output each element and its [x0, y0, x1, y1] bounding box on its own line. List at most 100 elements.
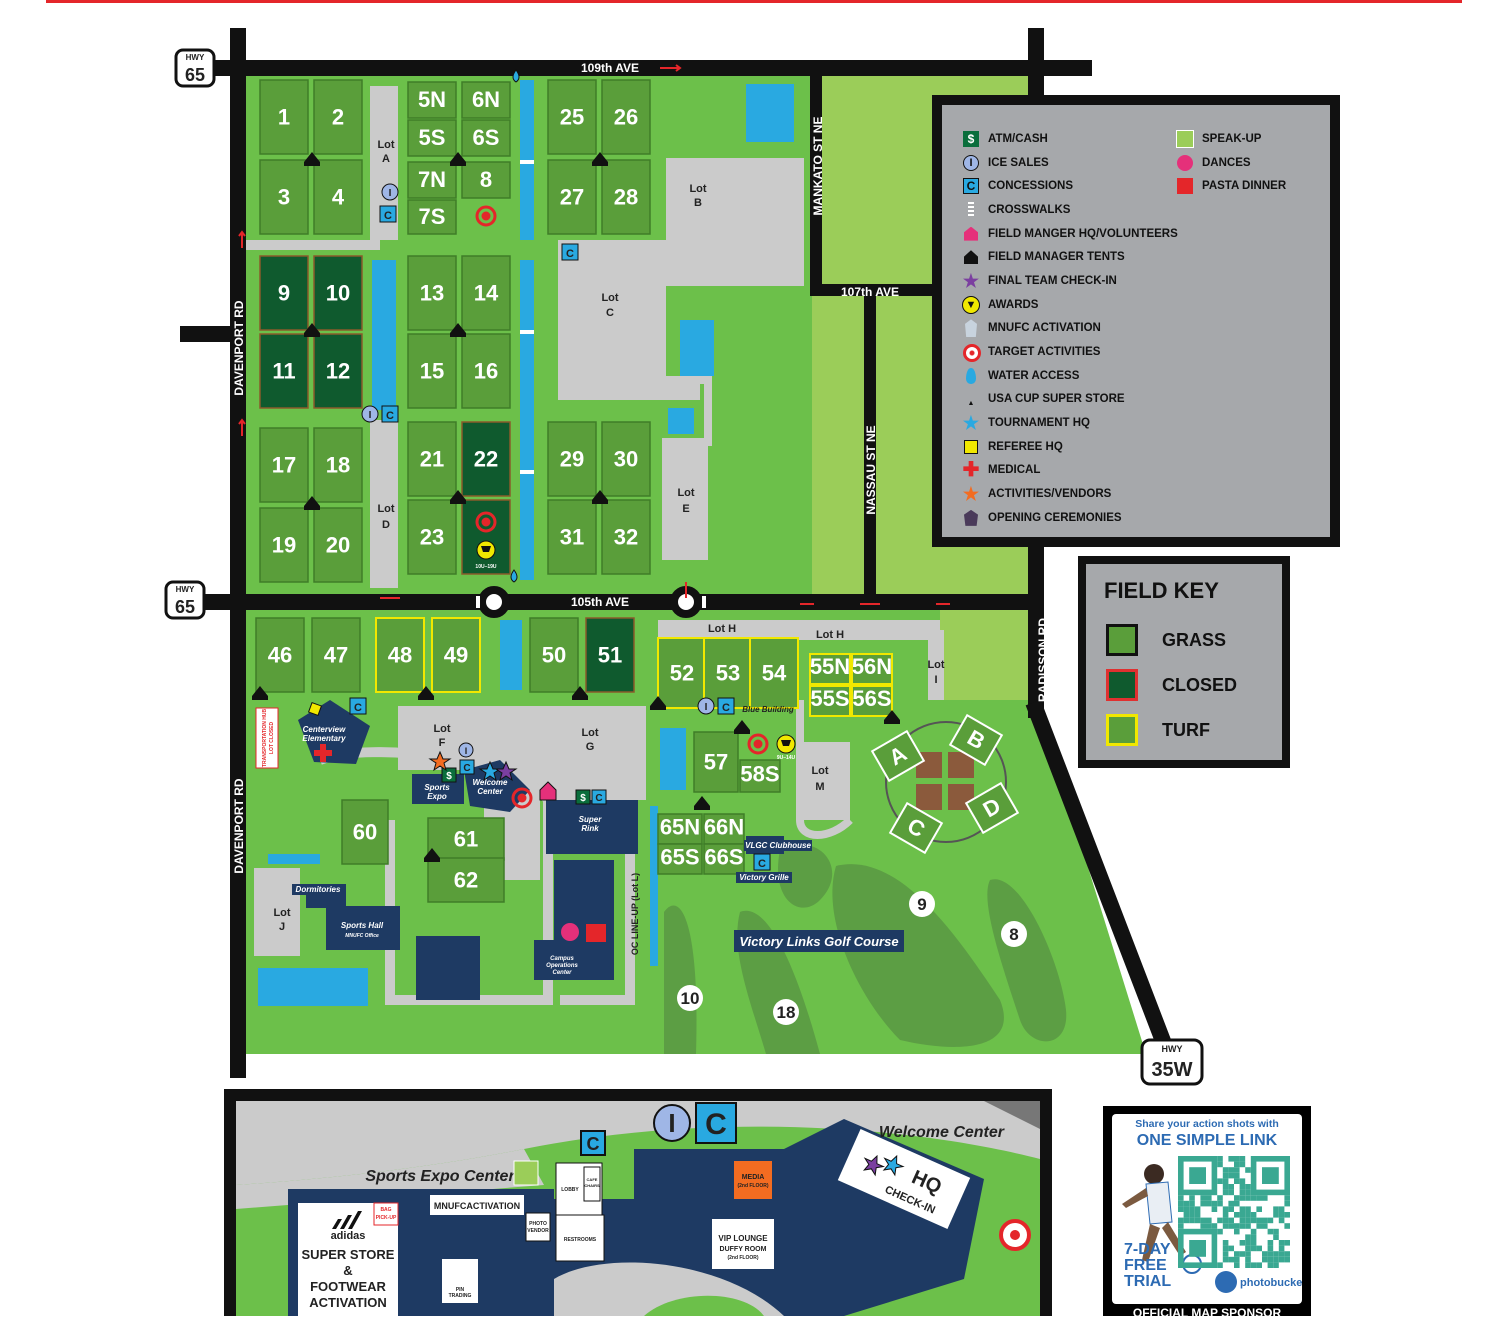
- field-62-area: [427, 857, 505, 903]
- field-label: 3: [278, 185, 290, 210]
- field-30-area: [601, 421, 651, 497]
- photo-vendor-box: [525, 1212, 551, 1242]
- svg-text:C: C: [384, 210, 392, 222]
- court-c: C: [888, 801, 944, 855]
- field-61-area: [427, 817, 505, 861]
- field-30: 30: [601, 421, 651, 497]
- svg-text:HWY: HWY: [176, 585, 195, 594]
- field-23: 23: [407, 499, 457, 575]
- field-label: 66N: [704, 814, 744, 839]
- mnufc-activation-box: [430, 1195, 524, 1215]
- svg-text:C: C: [606, 307, 614, 319]
- media-label: MEDIA: [742, 1174, 765, 1181]
- media-box: [734, 1161, 772, 1199]
- field-label: 14: [474, 281, 499, 306]
- blue-building-label: Blue Building: [742, 705, 794, 714]
- inset-sports-expo-label: Sports Expo Center: [365, 1168, 515, 1185]
- field-label: 22: [474, 447, 498, 472]
- svg-text:C: C: [595, 793, 602, 804]
- lot-a-label: Lot: [377, 139, 394, 151]
- cafe-label: CAFE: [587, 1177, 598, 1182]
- promo-line-1: Share your action shots with: [1135, 1118, 1279, 1130]
- field-label: 6S: [473, 125, 500, 150]
- field-57-area: [693, 731, 739, 793]
- field-15-area: [407, 333, 457, 409]
- field-9-area: [259, 255, 309, 331]
- concessions-icon: [695, 1102, 737, 1144]
- field-25: 25: [547, 79, 597, 155]
- awards-note-south: 9U–14U: [777, 755, 796, 761]
- road-davenport-south: DAVENPORT RD: [232, 778, 246, 873]
- field-55s: 55S: [809, 685, 851, 717]
- svg-text:J: J: [279, 921, 285, 933]
- golf-hole-number: 8: [1009, 925, 1018, 944]
- field-56n-area: [851, 653, 893, 685]
- svg-text:PICK-UP: PICK-UP: [376, 1215, 397, 1221]
- field-15: 15: [407, 333, 457, 409]
- field-16-area: [461, 333, 511, 409]
- legend-item-orange-star: ★ACTIVITIES/VENDORS: [962, 482, 1178, 506]
- place-labels: Centerview Elementary TRANSPORTATION HUB…: [262, 564, 904, 976]
- field-16: 16: [461, 333, 511, 409]
- hwy-65-shield-top: HWY 65: [174, 48, 216, 88]
- sports-hall: [326, 906, 400, 950]
- promo-trial-2: FREE: [1124, 1257, 1167, 1274]
- dance-icon: [1176, 154, 1194, 172]
- lot-e-label: Lot: [677, 487, 694, 499]
- field-label: 16: [474, 359, 498, 384]
- inset-i-label: I: [668, 1108, 675, 1138]
- speakup-icon: [513, 1160, 539, 1186]
- legend-item-adidas: ▲USA CUP SUPER STORE: [962, 388, 1178, 412]
- field-11-area: [259, 333, 309, 409]
- svg-text:Elementary: Elementary: [302, 734, 346, 743]
- field-31: 31: [547, 499, 597, 575]
- field-50: 50: [529, 617, 579, 693]
- legend-label: CROSSWALKS: [988, 203, 1071, 216]
- svg-text:Expo: Expo: [427, 792, 447, 801]
- field-label: 7N: [418, 167, 446, 192]
- svg-text:A: A: [382, 153, 390, 165]
- field-65s-area: [657, 843, 703, 875]
- field-13-area: [407, 255, 457, 331]
- svg-text:M: M: [815, 781, 824, 793]
- promo-trial-1: 7-DAY: [1124, 1241, 1171, 1258]
- golf-hole-marker: [677, 985, 703, 1011]
- lot-h-label-1: Lot H: [708, 623, 736, 635]
- golf-hole-9: [832, 864, 1004, 1047]
- super-rink: [546, 800, 638, 854]
- pond: [660, 728, 686, 790]
- tent-icon: [304, 152, 320, 166]
- field-57: 57: [693, 731, 739, 793]
- field-51-area: [585, 617, 635, 693]
- svg-text:HWY: HWY: [1162, 1044, 1183, 1054]
- field-62: 62: [427, 857, 505, 903]
- field-label: 1: [278, 105, 290, 130]
- tent-icon: [252, 686, 268, 700]
- road-105th-ave: 105th AVE: [571, 595, 629, 609]
- adidas-label: adidas: [331, 1230, 366, 1242]
- field-48-area: [375, 617, 425, 693]
- field-key-label: TURF: [1162, 719, 1210, 740]
- lot-a: [246, 86, 398, 250]
- road-mankato: MANKATO ST NE: [811, 117, 825, 216]
- campus-operations-center: [534, 860, 614, 980]
- svg-text:E: E: [682, 503, 689, 515]
- golf-hole-10: [664, 905, 697, 1054]
- golf-hole-8: [987, 879, 1067, 1042]
- field-21-area: [407, 421, 457, 497]
- tent-icon: [450, 152, 466, 166]
- svg-text:ACTIVATION: ACTIVATION: [309, 1295, 387, 1310]
- lot-c-label: Lot: [601, 292, 618, 304]
- field-26: 26: [601, 79, 651, 155]
- ceremony-icon: [962, 509, 980, 527]
- lot-f-label: Lot: [433, 723, 450, 735]
- pond: [372, 260, 396, 410]
- legend-label: MEDICAL: [988, 464, 1041, 477]
- pasta-icon: [1176, 177, 1194, 195]
- court-a: A: [870, 729, 926, 783]
- photo-vendor-label: PHOTO: [529, 1221, 547, 1227]
- dollar-icon: $: [962, 130, 980, 148]
- field-6n-area: [461, 81, 511, 119]
